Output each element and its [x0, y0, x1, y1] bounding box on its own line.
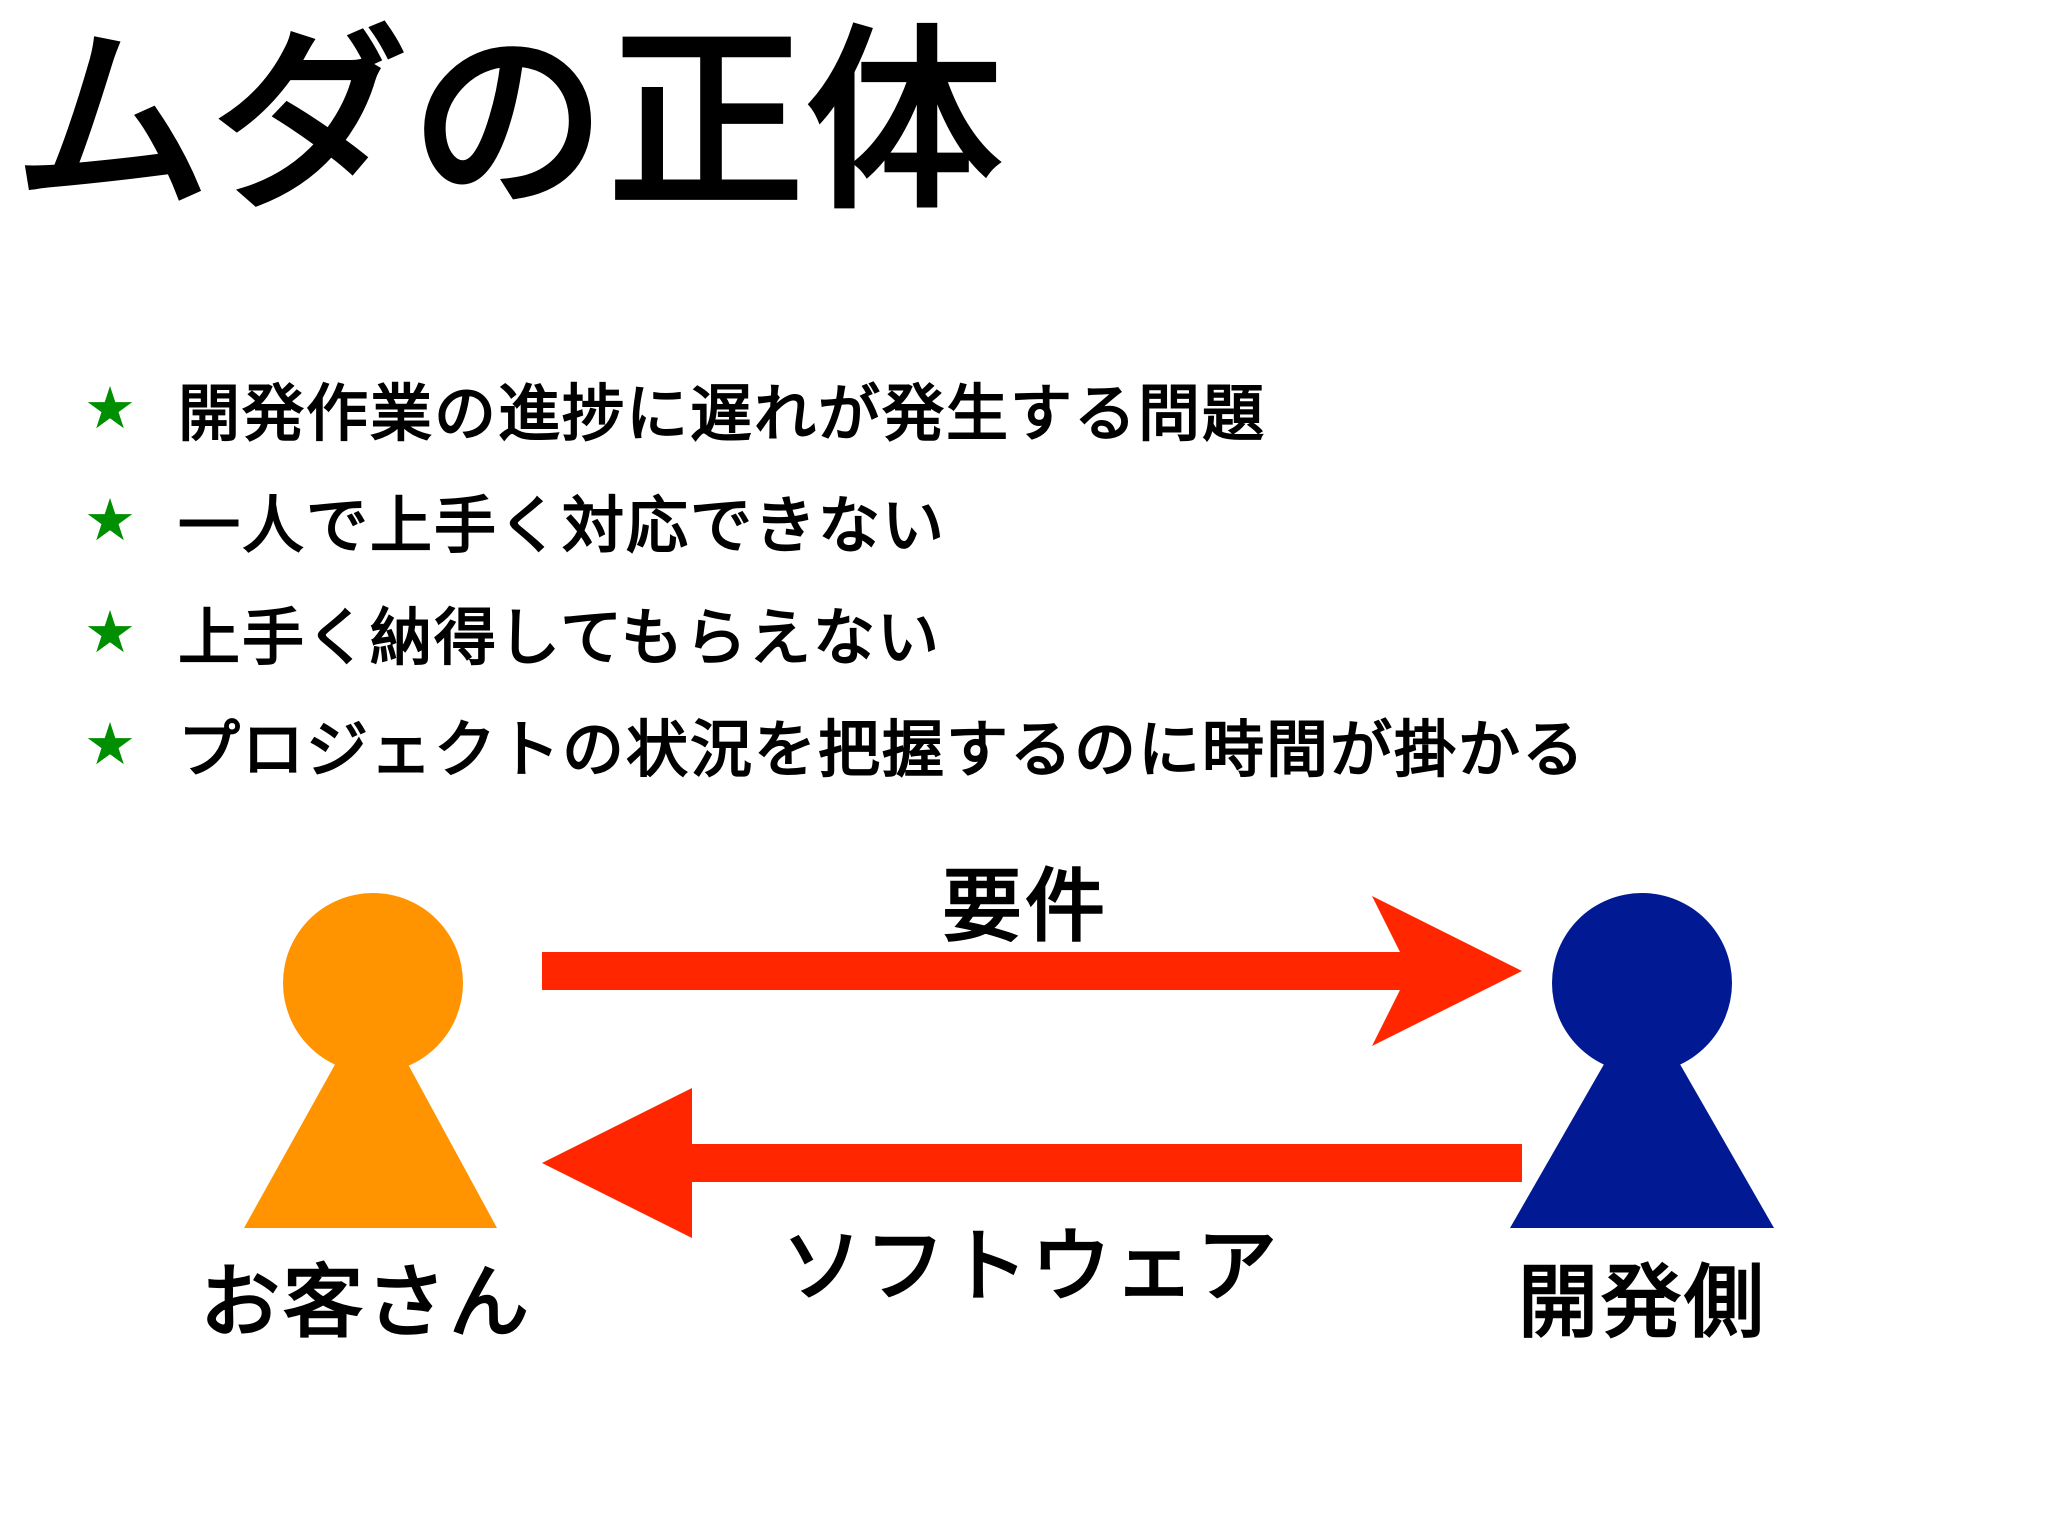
developer-head	[1552, 893, 1732, 1073]
requirements-arrow	[542, 896, 1522, 1046]
customer-body	[244, 998, 497, 1228]
top-arrow-label: 要件	[942, 860, 1108, 953]
customer-figure	[244, 893, 497, 1228]
list-item: ★ 一人で上手く対応できない	[84, 464, 1586, 576]
star-icon: ★	[84, 710, 136, 778]
star-icon: ★	[84, 598, 136, 666]
requirements-arrow-head	[1372, 896, 1522, 1046]
slide-title: ムダの正体	[14, 9, 1005, 237]
star-icon: ★	[84, 486, 136, 554]
bullet-text: 上手く納得してもらえない	[178, 601, 942, 674]
list-item: ★ プロジェクトの状況を把握するのに時間が掛かる	[84, 688, 1586, 800]
list-item: ★ 開発作業の進捗に遅れが発生する問題	[84, 352, 1586, 464]
developer-body	[1510, 998, 1774, 1228]
requirements-arrow-shaft	[542, 952, 1402, 990]
software-arrow-head	[542, 1088, 692, 1238]
bullet-text: 開発作業の進捗に遅れが発生する問題	[178, 377, 1267, 450]
customer-label: お客さん	[200, 1256, 532, 1349]
developer-figure	[1510, 893, 1774, 1228]
bullet-text: プロジェクトの状況を把握するのに時間が掛かる	[178, 713, 1587, 786]
software-arrow-shaft	[670, 1144, 1522, 1182]
list-item: ★ 上手く納得してもらえない	[84, 576, 1586, 688]
customer-head	[283, 893, 463, 1073]
developer-label: 開発側	[1518, 1256, 1767, 1349]
bullet-text: 一人で上手く対応できない	[178, 489, 947, 562]
bottom-arrow-label: ソフトウェア	[782, 1220, 1280, 1313]
software-arrow	[542, 1088, 1522, 1238]
star-icon: ★	[84, 374, 136, 442]
bullet-list: ★ 開発作業の進捗に遅れが発生する問題 ★ 一人で上手く対応できない ★ 上手く…	[84, 352, 1586, 800]
